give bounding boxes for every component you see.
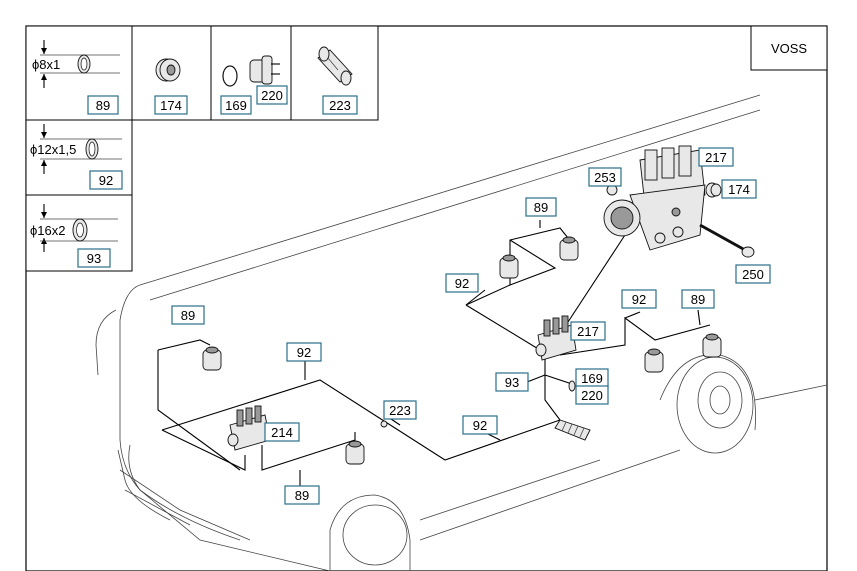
legend-fitting-174: 174 [154, 58, 188, 115]
air-bellows-rear-right-1 [644, 348, 664, 373]
connector-169-220 [568, 380, 576, 392]
callout-174: 174 [721, 179, 757, 199]
legend-part-169: 169 [225, 98, 247, 113]
fitting-174 [705, 182, 722, 198]
callout-89-right: 89 [681, 289, 715, 309]
callout-214: 214 [264, 422, 300, 442]
callout-92-bottom: 92 [462, 415, 498, 435]
svg-text:89: 89 [181, 308, 195, 323]
svg-text:214: 214 [271, 425, 293, 440]
legend-part-89: 89 [96, 98, 110, 113]
callout-93: 93 [495, 372, 529, 392]
air-bellows-front-mid [345, 440, 365, 465]
callout-92-right: 92 [621, 289, 657, 309]
bus-outline [95, 94, 828, 571]
callout-89-left: 89 [171, 305, 205, 325]
bolt-250 [699, 223, 755, 258]
pipe-network [157, 220, 711, 488]
legend-part-220: 220 [261, 88, 283, 103]
legend-fitting-223: 223 [317, 46, 358, 115]
svg-text:89: 89 [295, 488, 309, 503]
legend-pipe-89: ϕ8x1 89 [32, 40, 120, 115]
brand-box: VOSS [750, 25, 828, 71]
svg-text:220: 220 [581, 388, 603, 403]
svg-text:89: 89 [691, 292, 705, 307]
svg-text:169: 169 [581, 371, 603, 386]
callout-220: 220 [575, 385, 609, 405]
air-bellows-rear-upper-left [499, 254, 519, 279]
svg-text:223: 223 [389, 403, 411, 418]
brand-label: VOSS [771, 41, 807, 56]
callout-217-mid: 217 [570, 321, 606, 341]
air-bellows-rear-right-2 [702, 333, 722, 358]
legend-fitting-169-220: 169 220 [220, 55, 288, 115]
callout-92-left: 92 [286, 342, 322, 362]
callout-223: 223 [383, 400, 417, 420]
svg-text:217: 217 [577, 324, 599, 339]
main-valve-217 [603, 145, 706, 251]
air-bellows-rear-upper-right [559, 236, 579, 261]
callout-169: 169 [575, 368, 609, 388]
legend-size-92: ϕ12x1,5 [30, 142, 76, 157]
air-bellows-front-left [202, 346, 222, 371]
terminal-strip [554, 419, 591, 441]
valve-block-214 [227, 405, 271, 451]
connector-223 [380, 420, 388, 428]
legend-pipe-93: ϕ16x2 93 [30, 204, 118, 268]
svg-text:217: 217 [705, 150, 727, 165]
legend-pipe-92: ϕ12x1,5 92 [30, 124, 123, 190]
legend-part-92: 92 [99, 173, 113, 188]
svg-text:253: 253 [594, 170, 616, 185]
svg-text:92: 92 [632, 292, 646, 307]
svg-text:92: 92 [473, 418, 487, 433]
svg-text:89: 89 [534, 200, 548, 215]
callout-250: 250 [735, 264, 771, 284]
svg-text:93: 93 [505, 375, 519, 390]
svg-text:92: 92 [455, 276, 469, 291]
svg-text:92: 92 [297, 345, 311, 360]
callout-89-bottom: 89 [284, 485, 320, 505]
callout-92-upper: 92 [445, 273, 479, 293]
legend-part-93: 93 [87, 251, 101, 266]
legend-part-174: 174 [160, 98, 182, 113]
legend-size-93: ϕ16x2 [30, 223, 65, 238]
svg-text:250: 250 [742, 267, 764, 282]
legend-size-89: ϕ8x1 [32, 57, 60, 72]
legend-part-223: 223 [329, 98, 351, 113]
callout-253: 253 [588, 167, 622, 187]
valve-block-217-mid [535, 315, 577, 361]
legend-panel: ϕ8x1 89 ϕ12x1,5 92 ϕ16x2 93 [25, 25, 379, 272]
callout-89-upper: 89 [525, 197, 557, 217]
callout-217-top: 217 [698, 147, 734, 167]
svg-text:174: 174 [728, 182, 750, 197]
